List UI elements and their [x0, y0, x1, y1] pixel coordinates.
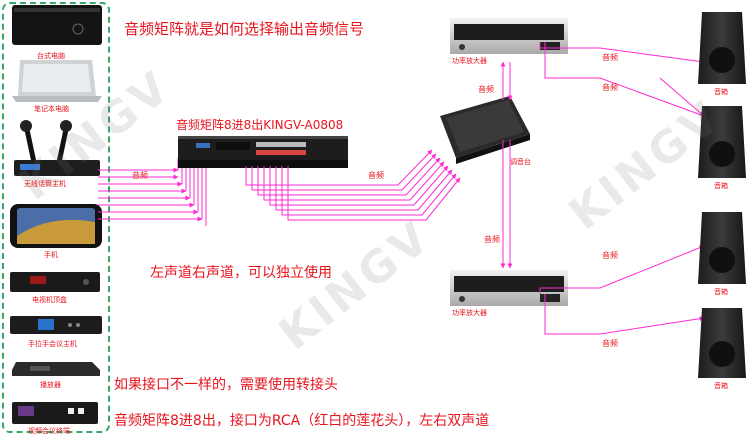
speaker-4	[698, 308, 746, 378]
audio-label: 音频	[368, 171, 384, 180]
laptop-icon	[12, 60, 102, 102]
amplifier-top	[450, 18, 568, 54]
audio-label: 音频	[132, 171, 148, 180]
note-adapter: 如果接口不一样的，需要使用转接头	[114, 377, 338, 393]
amp-label: 功率放大器	[452, 309, 487, 317]
speaker-label: 音箱	[714, 88, 728, 96]
source-label: 手拉手会议主机	[28, 340, 77, 348]
diagram-title: 音频矩阵就是如何选择输出音频信号	[124, 20, 365, 38]
mixer-console	[440, 96, 530, 164]
audio-matrix-device	[178, 136, 348, 168]
matrix-output-lines	[245, 149, 461, 221]
audio-label: 音频	[484, 235, 500, 244]
conference-host-icon	[10, 316, 102, 334]
note-spec: 音频矩阵8进8出，接口为RCA（红白的莲花头），左右双声道	[114, 413, 490, 429]
matrix-label: 音频矩阵8进8出KINGV-A0808	[176, 118, 344, 132]
source-label: 笔记本电脑	[34, 105, 69, 113]
speaker-3	[698, 212, 746, 284]
smartphone-icon	[10, 204, 102, 248]
note-left-right-channels: 左声道右声道，可以独立使用	[150, 265, 332, 281]
desktop-pc-icon	[12, 5, 102, 45]
speaker-1	[698, 12, 746, 84]
source-label: 无线话筒主机	[24, 180, 66, 188]
video-conference-terminal-icon	[12, 402, 98, 424]
source-label: 手机	[44, 251, 58, 259]
speaker-label: 音箱	[714, 382, 728, 390]
audio-label: 音频	[602, 83, 618, 92]
speaker-label: 音箱	[714, 182, 728, 190]
speaker-label: 音箱	[714, 288, 728, 296]
source-signal-lines	[98, 158, 207, 226]
audio-label: 音频	[478, 85, 494, 94]
media-player-icon	[12, 362, 100, 376]
source-label: 电视机顶盒	[32, 296, 67, 304]
amp-speaker-lines	[539, 42, 705, 335]
audio-label: 音频	[602, 339, 618, 348]
source-label: 播放器	[40, 381, 61, 389]
amp-label: 功率放大器	[452, 57, 487, 65]
speaker-2	[698, 106, 746, 178]
audio-label: 音频	[602, 53, 618, 62]
audio-label: 音频	[602, 251, 618, 260]
mixer-amp-lines	[500, 61, 513, 269]
source-devices-panel	[2, 2, 110, 433]
source-label: 视频会议终端	[28, 427, 70, 435]
wireless-mic-icon	[14, 120, 100, 176]
mixer-label: 调音台	[510, 158, 531, 166]
set-top-box-icon	[10, 272, 100, 292]
source-label: 台式电脑	[37, 52, 65, 60]
